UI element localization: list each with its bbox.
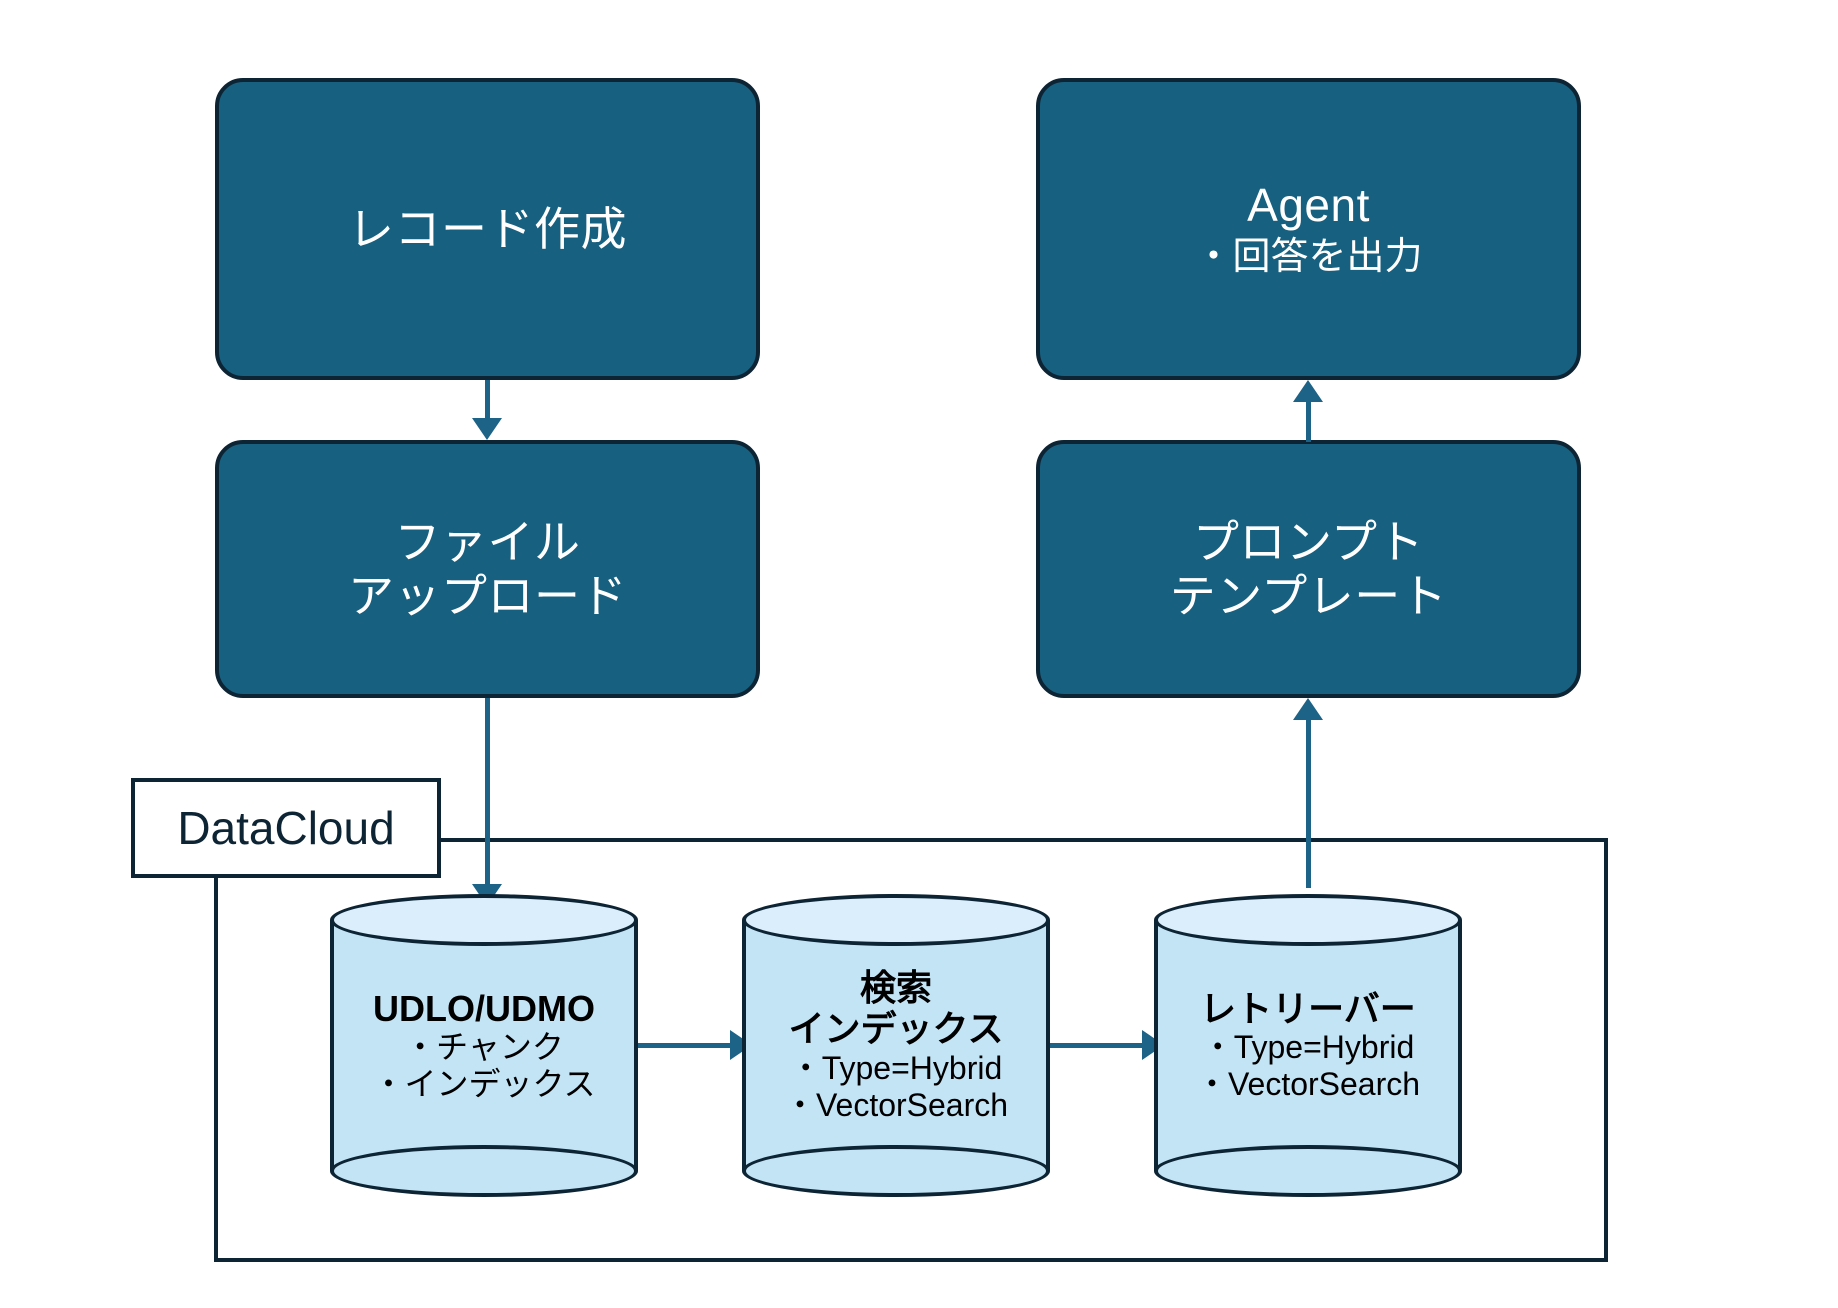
cylinder-search-index-bottom-ellipse — [742, 1145, 1050, 1197]
cylinder-search-index-title: 検索 インデックス — [788, 966, 1004, 1050]
node-agent-title: Agent — [1247, 179, 1370, 232]
connector-record-to-upload-line — [485, 380, 490, 422]
node-file-upload-title: ファイル アップロード — [348, 515, 627, 622]
connector-retriever-to-prompt-line — [1306, 718, 1311, 888]
node-file-upload[interactable]: ファイル アップロード — [215, 440, 760, 698]
cylinder-retriever-body — [1154, 920, 1462, 1171]
cylinder-retriever-text: レトリーバー ・Type=Hybrid ・VectorSearch — [1154, 894, 1462, 1197]
cylinder-udlo-udmo-bullets: ・チャンク ・インデックス — [372, 1029, 596, 1103]
node-record-create-title: レコード作成 — [348, 202, 627, 255]
connector-prompt-to-agent-line — [1306, 400, 1311, 442]
cylinder-udlo-udmo-top-ellipse — [330, 894, 638, 946]
connector-record-to-upload-arrowhead — [472, 418, 502, 440]
connector-udlo-to-index-line — [634, 1043, 734, 1048]
cylinder-search-index-text: 検索 インデックス ・Type=Hybrid ・VectorSearch — [742, 894, 1050, 1197]
connector-prompt-to-agent-arrowhead — [1293, 380, 1323, 402]
node-agent[interactable]: Agent ・回答を出力 — [1036, 78, 1581, 380]
datacloud-label-text: DataCloud — [177, 802, 395, 854]
cylinder-udlo-udmo-body — [330, 920, 638, 1171]
connector-retriever-to-prompt-arrowhead — [1293, 698, 1323, 720]
cylinder-udlo-udmo[interactable]: UDLO/UDMO ・チャンク ・インデックス — [330, 894, 638, 1197]
node-record-create[interactable]: レコード作成 — [215, 78, 760, 380]
cylinder-udlo-udmo-title: UDLO/UDMO — [373, 987, 595, 1029]
connector-upload-to-udlo-line — [485, 698, 490, 888]
node-prompt-template[interactable]: プロンプト テンプレート — [1036, 440, 1581, 698]
connector-index-to-retriever-line — [1046, 1043, 1146, 1048]
cylinder-retriever-top-ellipse — [1154, 894, 1462, 946]
cylinder-search-index-body — [742, 920, 1050, 1171]
node-prompt-template-title: プロンプト テンプレート — [1169, 515, 1448, 622]
cylinder-retriever-title: レトリーバー — [1200, 987, 1416, 1029]
cylinder-udlo-udmo-text: UDLO/UDMO ・チャンク ・インデックス — [330, 894, 638, 1197]
cylinder-search-index[interactable]: 検索 インデックス ・Type=Hybrid ・VectorSearch — [742, 894, 1050, 1197]
cylinder-udlo-udmo-bottom-ellipse — [330, 1145, 638, 1197]
datacloud-container — [214, 838, 1608, 1262]
cylinder-search-index-top-ellipse — [742, 894, 1050, 946]
cylinder-retriever-bullets: ・Type=Hybrid ・VectorSearch — [1195, 1029, 1421, 1103]
cylinder-retriever-bottom-ellipse — [1154, 1145, 1462, 1197]
cylinder-retriever[interactable]: レトリーバー ・Type=Hybrid ・VectorSearch — [1154, 894, 1462, 1197]
datacloud-label: DataCloud — [131, 778, 441, 878]
node-agent-subtitle: ・回答を出力 — [1194, 235, 1423, 278]
cylinder-search-index-bullets: ・Type=Hybrid ・VectorSearch — [783, 1050, 1009, 1124]
